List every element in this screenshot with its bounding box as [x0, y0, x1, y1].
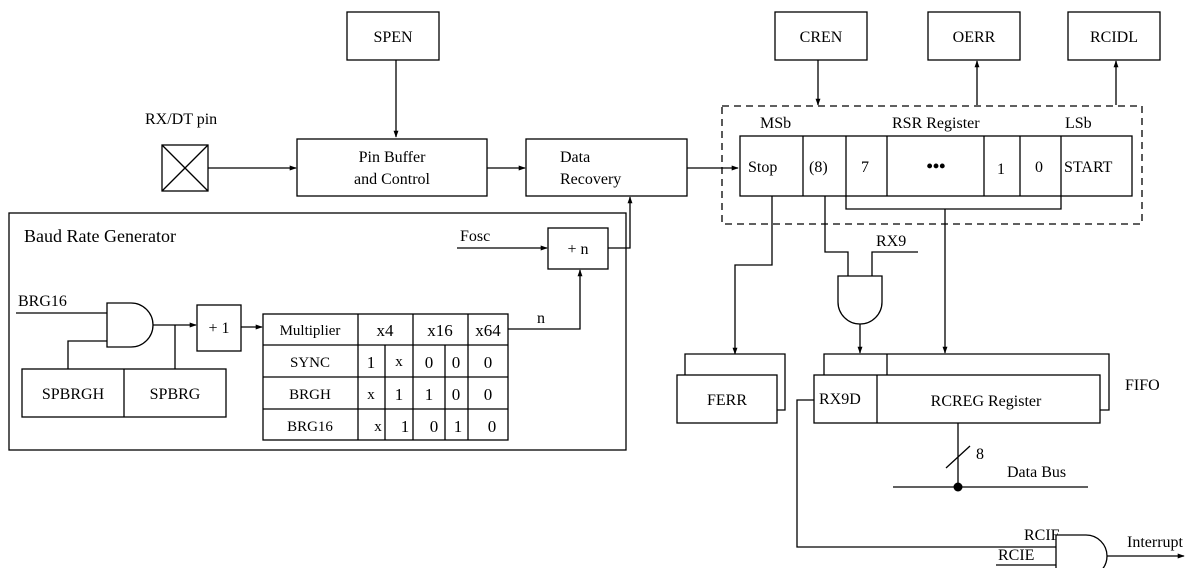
- table-header-x16: x16: [427, 321, 453, 340]
- multiplier-table: [262, 313, 509, 441]
- rsr-cell-start: START: [1064, 159, 1113, 176]
- table-header-x4: x4: [377, 321, 395, 340]
- table-header-multiplier: Multiplier: [280, 323, 341, 339]
- table-row-label-brg16: BRG16: [287, 419, 333, 435]
- rcie-label: RCIE: [998, 547, 1034, 564]
- rsr-dashed-boundary: [721, 105, 1143, 225]
- ferr-stack: [684, 353, 786, 411]
- ferr-label: FERR: [707, 392, 747, 409]
- rcif-label: RCIF: [1024, 527, 1060, 544]
- n-label: n: [537, 310, 545, 327]
- table-cell: 0: [484, 385, 493, 404]
- rcidl-box: [1067, 11, 1161, 61]
- rsr-lsb-label: LSb: [1065, 115, 1092, 132]
- rcreg-register: [813, 374, 1101, 424]
- spbrg-label: SPBRG: [150, 386, 201, 403]
- rsr-cell-0: 0: [1035, 159, 1043, 176]
- rsr-title: RSR Register: [892, 115, 980, 132]
- table-cell: 0: [430, 417, 439, 436]
- table-cell: 1: [425, 385, 434, 404]
- rx9-label: RX9: [876, 233, 906, 250]
- plus-one-box: [196, 304, 242, 352]
- data-recovery-label-2: Recovery: [560, 171, 621, 188]
- pin-buffer-label-1: Pin Buffer: [359, 149, 426, 166]
- rsr-cell-ellipsis: •••: [927, 156, 946, 176]
- rx9d-label: RX9D: [819, 391, 861, 408]
- table-header-x64: x64: [475, 321, 501, 340]
- interrupt-label: Interrupt: [1127, 534, 1184, 551]
- table-row-label-sync: SYNC: [290, 355, 330, 371]
- table-cell: x: [395, 354, 403, 370]
- rsr-msb-label: MSb: [760, 115, 791, 132]
- brg16-and-gate: [106, 302, 154, 348]
- bus-width-slash: [945, 445, 971, 469]
- table-row-label-brgh: BRGH: [289, 387, 331, 403]
- fifo-label: FIFO: [1125, 377, 1160, 394]
- spen-label: SPEN: [373, 29, 413, 46]
- baud-rate-generator-title: Baud Rate Generator: [24, 226, 176, 246]
- fifo-stack: [823, 353, 1110, 411]
- table-cell: 0: [425, 353, 434, 372]
- pin-buffer-box: [296, 138, 488, 197]
- rsr-cell-8: (8): [809, 159, 828, 176]
- interrupt-and-gate: [1055, 534, 1108, 568]
- data-bus-label: Data Bus: [1007, 464, 1066, 481]
- spbrgh-to-gate-line: [67, 340, 107, 369]
- rx-pin-label: RX/DT pin: [145, 111, 217, 128]
- data-bus-junction: [953, 482, 963, 492]
- table-cell: 1: [367, 353, 376, 372]
- spbrgh-label: SPBRGH: [42, 386, 105, 403]
- oerr-box: [927, 11, 1021, 61]
- rsr-cell-1: 1: [997, 161, 1005, 178]
- fosc-label: Fosc: [460, 228, 490, 245]
- rcidl-label: RCIDL: [1090, 29, 1138, 46]
- cren-box: [774, 11, 868, 61]
- bit8-to-and-line: [824, 196, 849, 276]
- table-cell: 1: [454, 417, 463, 436]
- bus-width-label: 8: [976, 446, 984, 463]
- pin-buffer-label-2: and Control: [354, 171, 431, 188]
- rsr-register: [739, 135, 1133, 197]
- multiplier-to-divider-arrow: [508, 269, 583, 330]
- rx-pin-icon: [161, 144, 209, 192]
- cren-label: CREN: [800, 29, 843, 46]
- divide-n-label: + n: [567, 241, 588, 258]
- rx9-and-gate: [837, 275, 883, 325]
- plus-one-label: + 1: [208, 320, 229, 337]
- brg16-input-label: BRG16: [18, 293, 67, 310]
- divide-n-box: [547, 227, 609, 270]
- rsr-cell-stop: Stop: [748, 159, 777, 176]
- table-cell: 0: [488, 417, 497, 436]
- stop-to-ferr-arrow: [732, 196, 773, 355]
- table-cell: 1: [395, 385, 404, 404]
- table-cell: 0: [452, 353, 461, 372]
- table-cell: x: [367, 387, 375, 403]
- rsr-cell-7: 7: [861, 159, 869, 176]
- divider-to-recovery-arrow: [608, 196, 633, 249]
- table-cell: 1: [401, 417, 410, 436]
- table-cell: 0: [452, 385, 461, 404]
- rcif-line: [796, 399, 1056, 548]
- rx9-to-and-line: [871, 251, 918, 276]
- table-cell: x: [374, 419, 382, 435]
- rsr-dividers: [802, 136, 1062, 196]
- table-cell: 0: [484, 353, 493, 372]
- ferr-box: [676, 374, 778, 424]
- rcreg-label: RCREG Register: [931, 393, 1042, 410]
- rsr-data-bracket: [845, 196, 1062, 210]
- data-recovery-label-1: Data: [560, 149, 590, 166]
- data-recovery-box: [525, 138, 688, 197]
- oerr-label: OERR: [953, 29, 996, 46]
- spen-box: [346, 11, 440, 61]
